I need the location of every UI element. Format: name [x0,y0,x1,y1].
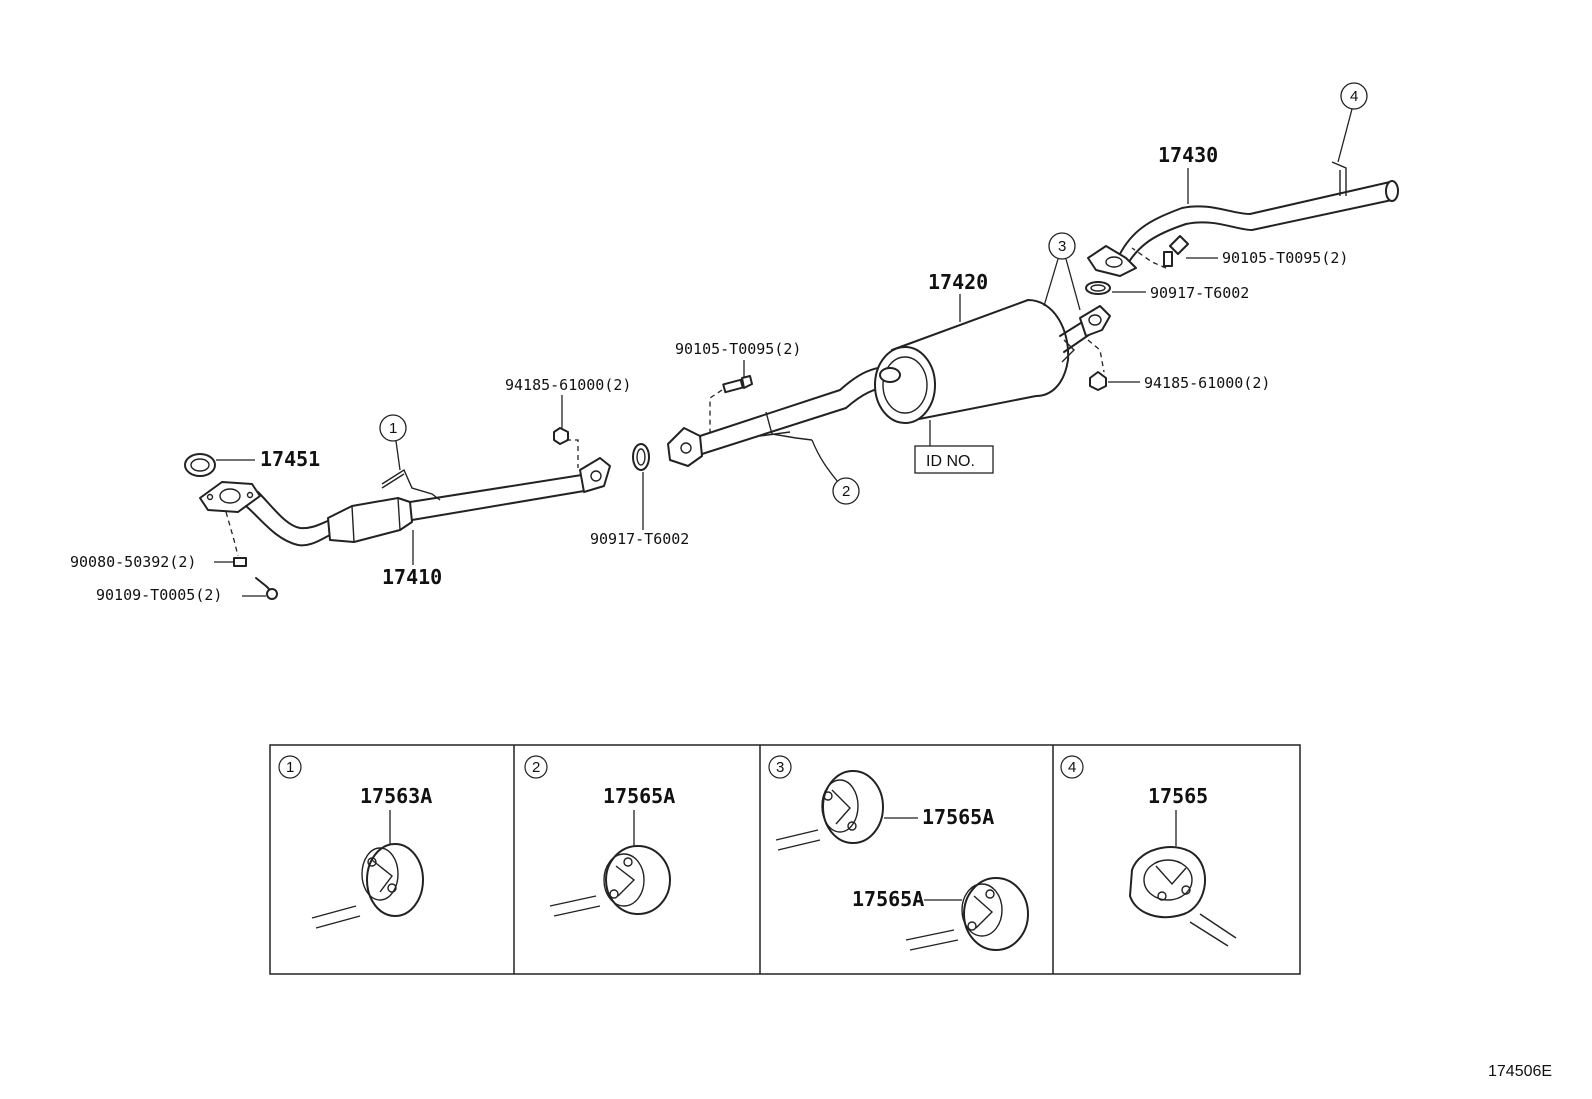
label-90080-50392: 90080-50392(2) [70,553,196,571]
label-17565: 17565 [1148,784,1208,808]
label-17410: 17410 [382,565,442,589]
front-pipe-assembly: 17451 17410 [70,376,631,604]
gasket-tail-icon [1085,281,1111,295]
detail-box-2: 2 17565A [524,755,675,917]
svg-text:4: 4 [1350,88,1358,105]
detail-boxes: 1 17563A 2 17565A [269,744,1301,975]
center-bolt-icon [722,375,753,394]
rubber-hanger-icon [1129,846,1206,919]
svg-text:1: 1 [286,759,294,776]
rubber-hanger-icon [361,843,424,917]
center-pipe-flange-icon [667,427,703,467]
tail-pipe-assembly: 17430 90105-T0095(2) 90917-T6002 94185-6… [1085,143,1399,392]
svg-text:3: 3 [776,759,784,776]
gasket-17451-icon [184,453,216,477]
rubber-hanger-icon [821,770,884,844]
detail-box-3: 3 17565A 17565A [768,755,1029,951]
label-17451: 17451 [260,447,320,471]
hanger-bracket-1-icon [381,468,441,501]
front-flange-icon [199,481,261,513]
label-17565A-box2: 17565A [603,784,675,808]
rubber-hanger-icon [603,845,671,915]
figure-reference: 174506E [1488,1063,1552,1080]
tail-bolt-icon [1163,235,1189,267]
label-94185-61000-rear: 94185-61000(2) [1144,374,1270,392]
callout-2: 2 [832,477,860,505]
label-94185-61000-front: 94185-61000(2) [505,376,631,394]
svg-text:1: 1 [389,420,397,437]
rubber-hanger-icon [961,877,1029,951]
label-17430: 17430 [1158,143,1218,167]
callout-4: 4 [1337,82,1368,163]
svg-text:2: 2 [842,483,850,500]
label-90105-T0095-center: 90105-T0095(2) [675,340,801,358]
label-90917-T6002-center: 90917-T6002 [590,530,689,548]
svg-text:2: 2 [532,759,540,776]
hanger-bracket-4-icon [1331,161,1347,196]
label-90109-T0005: 90109-T0005(2) [96,586,222,604]
label-id-no: ID NO. [926,453,975,470]
svg-text:3: 3 [1058,238,1066,255]
hanger-bracket-2-icon [765,411,813,441]
callout-1: 1 [379,414,407,471]
muffler-17420-icon [874,299,1070,424]
label-17420: 17420 [928,270,988,294]
label-90917-T6002-tail: 90917-T6002 [1150,284,1249,302]
detail-box-1: 1 17563A [278,755,432,929]
gasket-center-icon [632,443,650,471]
label-17563A: 17563A [360,784,432,808]
stud-bolt-icon [233,557,247,567]
nut-rear-icon [1089,371,1107,391]
id-no-box [914,445,994,474]
flange-bolt-icon [255,577,278,600]
detail-box-4: 4 17565 [1060,755,1237,947]
center-pipe-muffler-assembly: 17420 ID NO. 90105-T0095(2) [667,270,1111,483]
label-17565A-box3-a: 17565A [922,805,994,829]
label-17565A-box3-b: 17565A [852,887,924,911]
callout-3: 3 [1043,232,1081,311]
label-90105-T0095-tail: 90105-T0095(2) [1222,249,1348,267]
nut-front-icon [553,427,569,445]
svg-text:4: 4 [1068,759,1076,776]
front-pipe-17410-icon [245,457,611,547]
